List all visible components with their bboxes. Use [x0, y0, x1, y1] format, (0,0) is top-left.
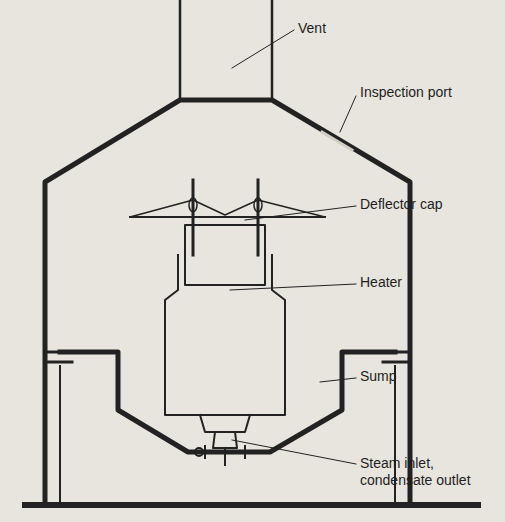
rod-nut	[254, 198, 262, 212]
support-leg	[60, 366, 395, 505]
steam-valve	[205, 432, 245, 465]
deflector-rim	[130, 216, 325, 218]
inspection-port	[322, 132, 352, 150]
leader-line	[340, 96, 356, 132]
part-label: Steam inlet, condensate outlet	[360, 455, 485, 489]
part-label: Heater	[360, 274, 402, 291]
housing-wall	[45, 100, 410, 505]
deflector-cap	[130, 200, 325, 217]
heater-top	[185, 225, 265, 285]
heater-body	[165, 255, 285, 415]
leader-lines	[230, 30, 356, 464]
heater-base	[200, 415, 250, 432]
leader-line	[232, 30, 294, 68]
part-label: Inspection port	[360, 84, 452, 101]
leader-line	[232, 440, 356, 464]
rod-nut	[189, 198, 197, 212]
valve-handle	[195, 448, 203, 456]
leader-line	[245, 206, 356, 220]
part-label: Deflector cap	[360, 196, 442, 213]
part-label: Sump	[360, 368, 397, 385]
cap-rod	[193, 180, 258, 255]
leader-line	[320, 378, 356, 382]
base-plate	[25, 502, 478, 508]
vent-stack	[180, 0, 272, 100]
sump-wall	[60, 352, 395, 452]
leader-line	[230, 284, 356, 290]
part-label: Vent	[298, 20, 326, 37]
